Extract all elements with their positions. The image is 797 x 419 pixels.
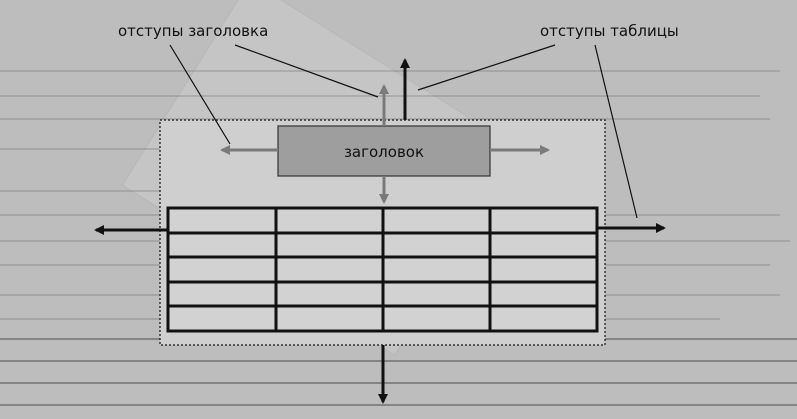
header-padding-pointer-top	[234, 44, 379, 98]
header-padding-pointer-left	[169, 44, 231, 145]
background-text-line	[0, 382, 797, 384]
background-text-line	[0, 70, 780, 72]
background-text-line	[0, 95, 760, 97]
header-box-label: заголовок	[344, 143, 424, 161]
background-text-line	[0, 360, 797, 362]
table-padding-pointer-right	[594, 44, 638, 219]
table-grid	[166, 206, 599, 333]
background-text-line	[0, 404, 797, 406]
header-padding-label: отступы заголовка	[118, 22, 268, 40]
table-padding-label: отступы таблицы	[540, 22, 679, 40]
background-text-line	[0, 190, 160, 192]
table-padding-pointer-top	[417, 44, 556, 91]
